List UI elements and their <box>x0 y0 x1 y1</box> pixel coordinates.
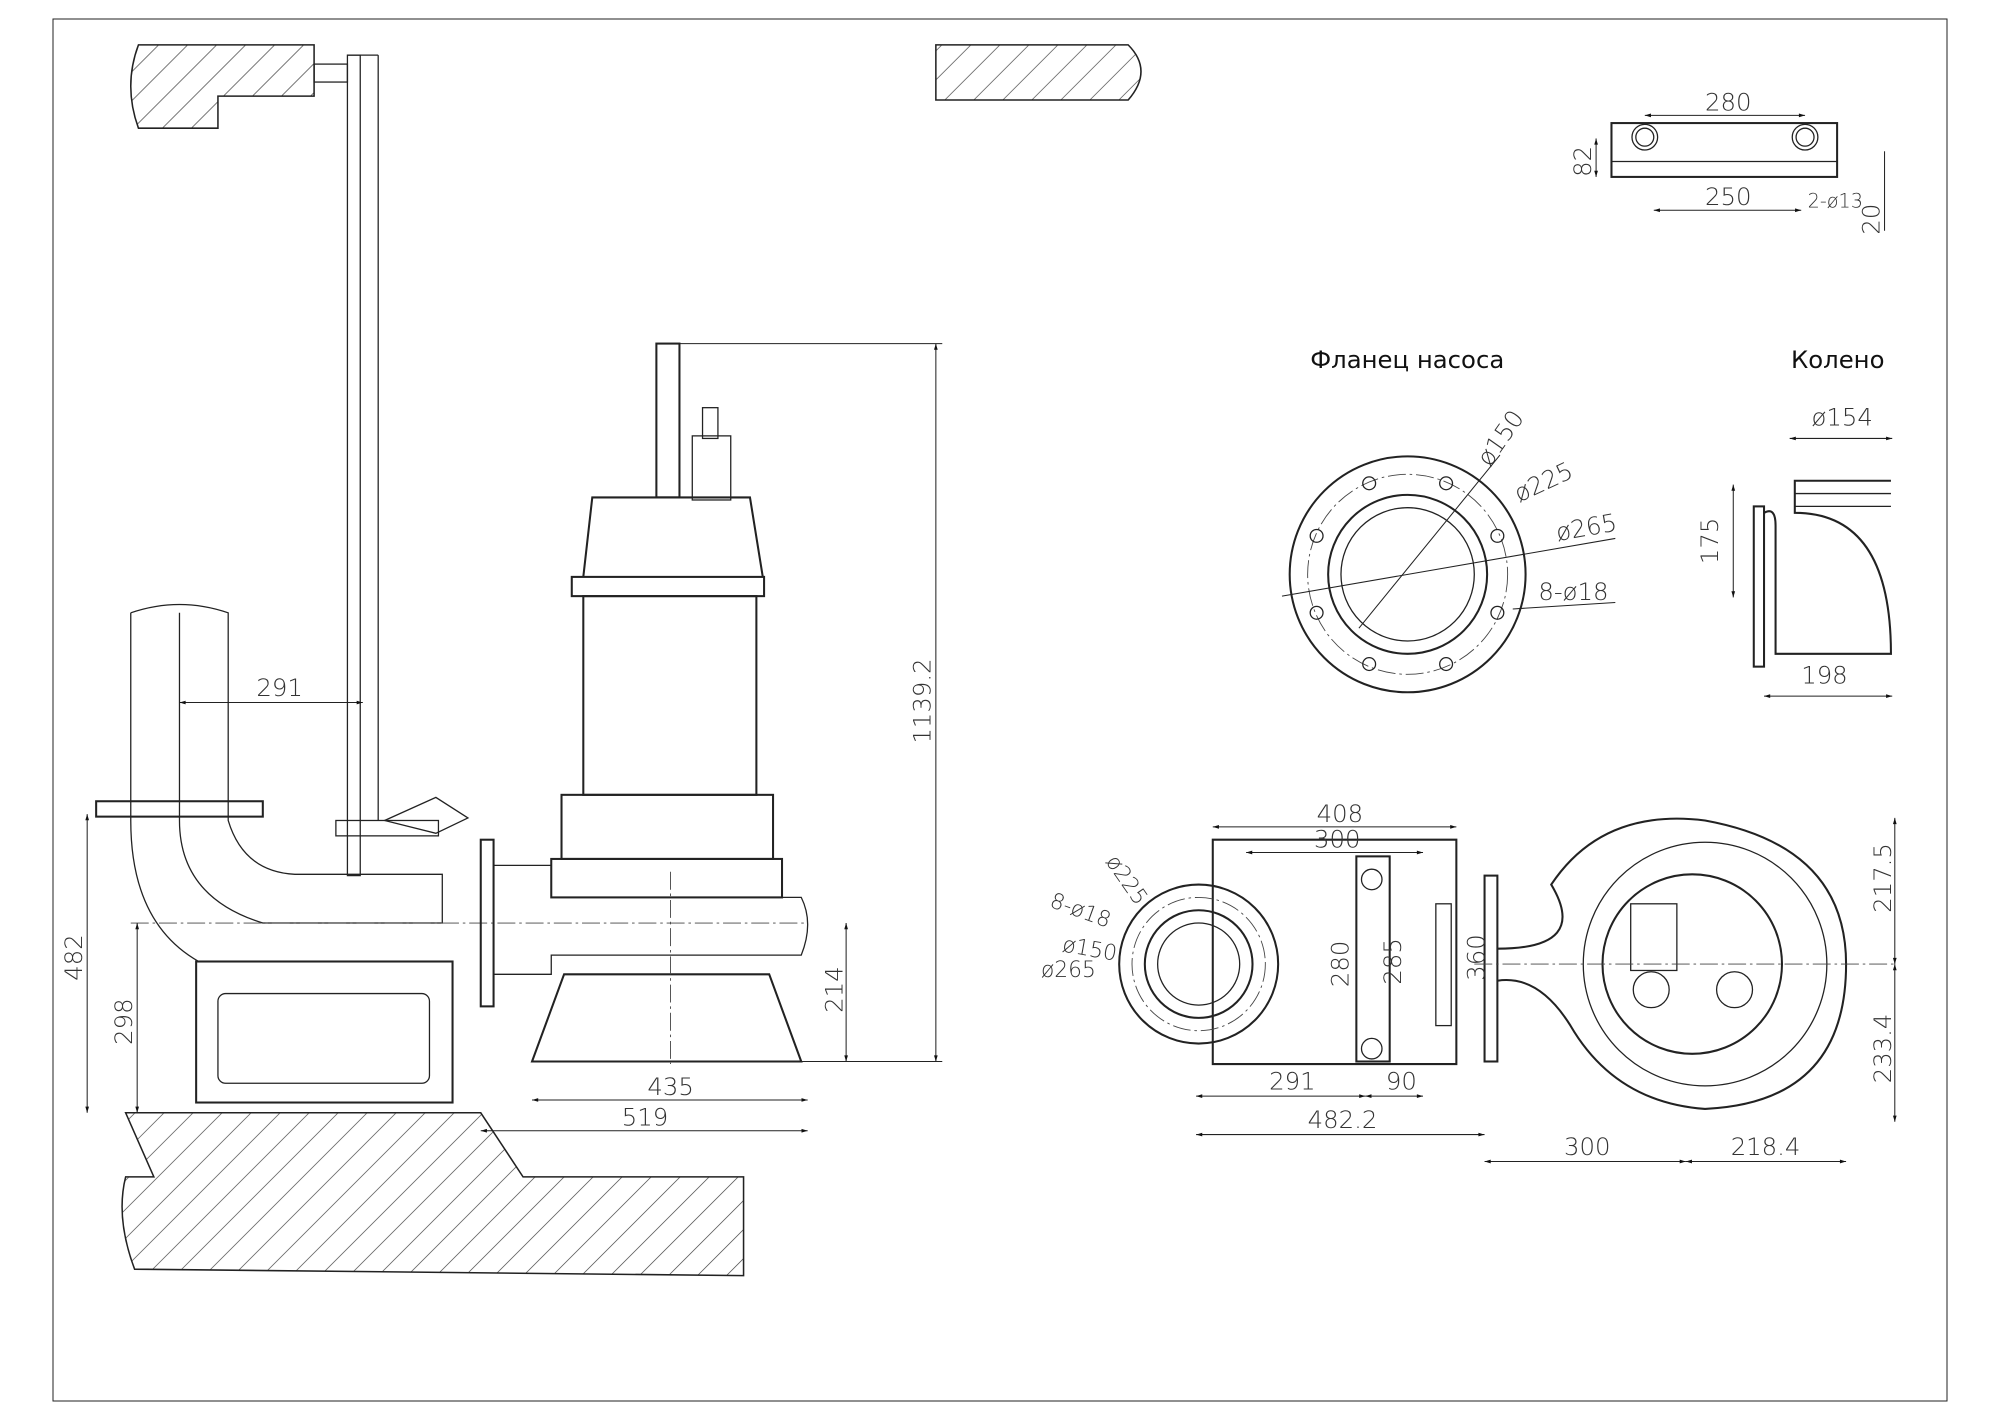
dim-280: 280 <box>1705 87 1751 116</box>
dim-20: 20 <box>1856 204 1885 235</box>
dim-300b: 300 <box>1564 1132 1610 1161</box>
dim-280v: 280 <box>1326 941 1355 987</box>
dim-218-4: 218.4 <box>1731 1132 1801 1161</box>
dim-298: 298 <box>109 998 138 1044</box>
ceiling-slab-left <box>129 44 315 129</box>
dim-82: 82 <box>1568 146 1597 177</box>
guide-rail <box>346 54 361 877</box>
pump-flange-view: Фланец насоса ø150 ø225 ø265 8-ø18 <box>1281 345 1619 694</box>
lift-handle <box>655 342 681 499</box>
plan-view: 408 300 ø225 8-ø18 ø150 ø265 280 285 360… <box>1041 799 1898 1164</box>
floor-slab <box>121 1112 745 1277</box>
dim-d265: ø265 <box>1554 508 1619 547</box>
dim-d154: ø154 <box>1811 403 1872 432</box>
ceiling-slab-right <box>935 44 1142 101</box>
dim-233-4: 233.4 <box>1868 1014 1897 1084</box>
pump-body <box>560 793 775 860</box>
dim-435: 435 <box>647 1072 693 1101</box>
dim-90: 90 <box>1386 1067 1417 1096</box>
dim-2-d13: 2-ø13 <box>1808 190 1863 213</box>
dim-300: 300 <box>1314 824 1360 853</box>
pump-flange-title: Фланец насоса <box>1310 345 1504 374</box>
dim-d225: ø225 <box>1509 456 1577 508</box>
dim-plan-d265: ø265 <box>1041 958 1096 983</box>
pedestal <box>195 960 454 1104</box>
dim-217-5: 217.5 <box>1868 843 1897 913</box>
discharge-flange <box>95 800 264 818</box>
dim-bolts: 8-ø18 <box>1538 577 1608 606</box>
dim-285: 285 <box>1378 938 1407 984</box>
dim-291b: 291 <box>1269 1067 1315 1096</box>
dim-482: 482 <box>59 934 88 980</box>
dim-d150: ø150 <box>1471 404 1530 471</box>
dim-519: 519 <box>622 1103 668 1132</box>
dim-214: 214 <box>819 966 848 1012</box>
side-view: 291 482 298 435 519 214 1139.2 <box>59 44 1142 1277</box>
elbow-view: Колено ø154 175 198 <box>1695 345 1893 698</box>
bracket-view: 280 82 250 2-ø13 20 <box>1568 87 1885 234</box>
motor <box>582 595 758 796</box>
dim-408: 408 <box>1317 799 1363 828</box>
dim-1139: 1139.2 <box>908 658 937 743</box>
dim-198: 198 <box>1801 660 1847 689</box>
dim-360: 360 <box>1462 934 1491 980</box>
elbow-title: Колено <box>1791 345 1885 374</box>
pump-base <box>530 973 803 1063</box>
dim-250: 250 <box>1705 182 1751 211</box>
dim-plan-d225: ø225 <box>1100 851 1152 910</box>
dim-482-2: 482.2 <box>1308 1105 1378 1134</box>
dim-175: 175 <box>1695 518 1724 564</box>
dim-plan-bolts: 8-ø18 <box>1047 889 1115 934</box>
dim-291: 291 <box>256 673 302 702</box>
drawing-border <box>52 18 1948 1402</box>
